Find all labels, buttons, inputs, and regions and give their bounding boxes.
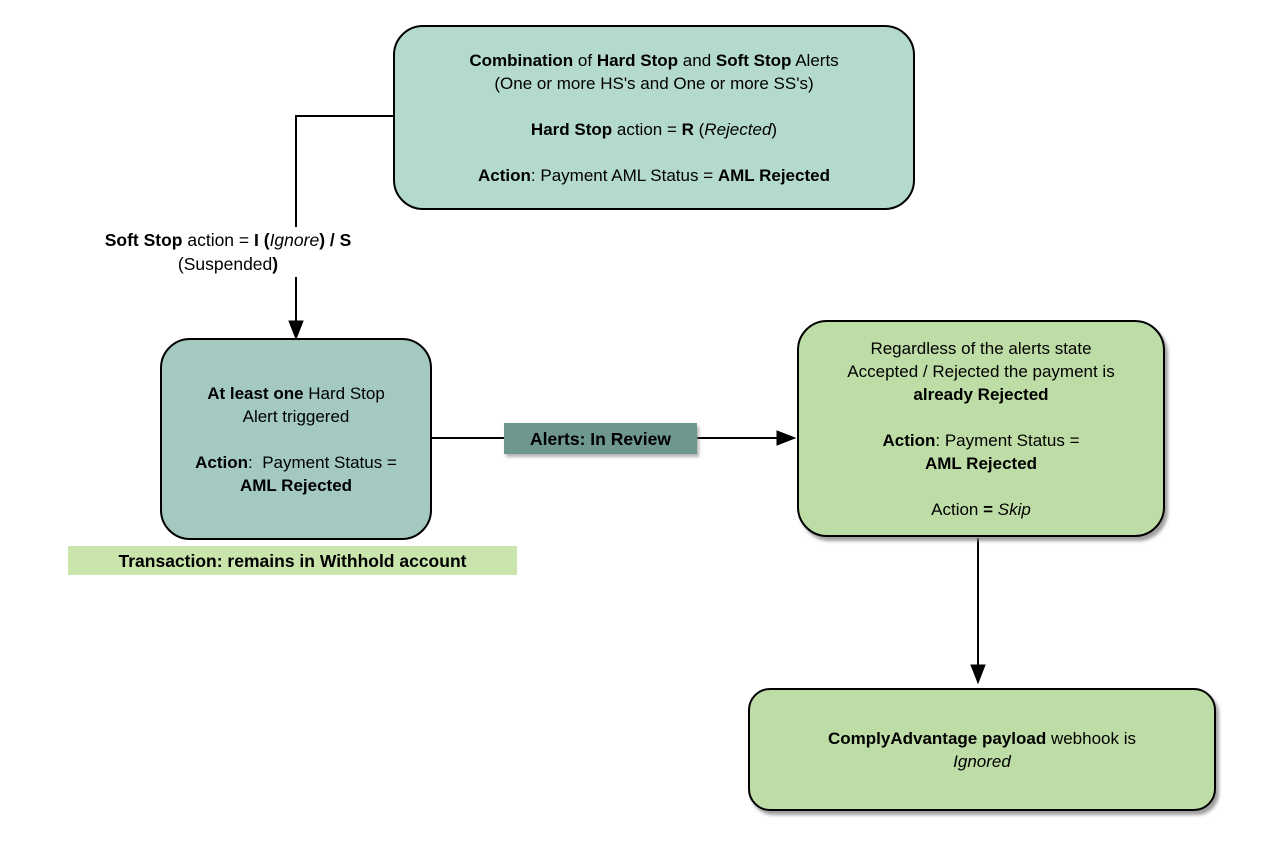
text-segment: action = bbox=[182, 230, 254, 250]
node-combination: Combination of Hard Stop and Soft Stop A… bbox=[393, 25, 915, 210]
text-segment: action = bbox=[612, 119, 682, 139]
text-segment: Action bbox=[882, 430, 936, 450]
alerts-label-text: Alerts: In Review bbox=[529, 428, 672, 449]
hardstop-line-3: Action: Payment Status = bbox=[195, 451, 397, 474]
text-segment: and bbox=[678, 50, 716, 70]
text-segment: ( bbox=[693, 119, 705, 139]
edge-combination-to-hardstop bbox=[295, 115, 393, 330]
edge-label-alerts-in-review: Alerts: In Review bbox=[504, 423, 697, 454]
text-segment: (Suspended bbox=[177, 254, 273, 274]
transaction-label-text: Transaction: remains in Withhold account bbox=[118, 550, 467, 571]
arrowhead-down-hardstop-icon bbox=[288, 320, 304, 341]
text-segment: Ignore bbox=[269, 230, 320, 250]
label-transaction-withhold: Transaction: remains in Withhold account bbox=[68, 546, 517, 575]
text-segment: R bbox=[681, 119, 694, 139]
regardless-line-4: Action: Payment Status = bbox=[883, 429, 1080, 452]
hardstop-line-4: AML Rejected bbox=[240, 474, 352, 497]
regardless-line-1: Regardless of the alerts state bbox=[870, 338, 1092, 358]
combination-line-2: (One or more HS's and One or more SS's) bbox=[494, 73, 814, 93]
text-segment: : Payment Status = bbox=[248, 452, 397, 472]
text-segment: Action bbox=[195, 452, 249, 472]
node-hardstop-triggered: At least one Hard Stop Alert triggered A… bbox=[160, 338, 432, 540]
text-segment: ) / S bbox=[319, 230, 352, 250]
combination-line-4: Action: Payment AML Status = AML Rejecte… bbox=[478, 164, 830, 187]
text-segment: = bbox=[983, 499, 998, 519]
text-segment: Action bbox=[478, 165, 531, 185]
text-segment: Rejected bbox=[704, 119, 772, 139]
edge-label-softstop-action: Soft Stop action = I (Ignore) / S (Suspe… bbox=[62, 227, 394, 277]
arrowhead-down-webhook-icon bbox=[970, 664, 986, 685]
combination-line-3: Hard Stop action = R (Rejected) bbox=[531, 118, 777, 141]
text-segment: ComplyAdvantage payload bbox=[828, 728, 1047, 748]
text-segment: already Rejected bbox=[913, 384, 1049, 404]
text-segment: : Payment AML Status = bbox=[530, 165, 718, 185]
text-segment: Skip bbox=[997, 499, 1031, 519]
text-segment: Soft Stop bbox=[104, 230, 183, 250]
node-webhook-ignored: ComplyAdvantage payload webhook is Ignor… bbox=[748, 688, 1216, 811]
softstop-label-line-2: (Suspended) bbox=[178, 252, 278, 276]
text-segment: of bbox=[573, 50, 597, 70]
text-segment: AML Rejected bbox=[239, 475, 353, 495]
text-segment: ) bbox=[771, 119, 778, 139]
regardless-line-2: Accepted / Rejected the payment is bbox=[847, 361, 1115, 381]
text-segment: Action bbox=[931, 499, 984, 519]
text-segment: At least one bbox=[207, 383, 304, 403]
text-segment: AML Rejected bbox=[717, 165, 830, 185]
text-segment: : Payment Status = bbox=[935, 430, 1080, 450]
webhook-line-1: ComplyAdvantage payload webhook is bbox=[828, 727, 1136, 750]
regardless-line-6: Action = Skip bbox=[931, 498, 1031, 521]
softstop-label-line-1: Soft Stop action = I (Ignore) / S bbox=[105, 228, 352, 252]
text-segment: I ( bbox=[254, 230, 270, 250]
hardstop-line-1: At least one Hard Stop bbox=[207, 382, 385, 405]
regardless-line-5: AML Rejected bbox=[925, 452, 1037, 475]
text-segment: Hard Stop bbox=[596, 50, 679, 70]
text-segment: Hard Stop bbox=[303, 383, 385, 403]
arrowhead-right-regardless-icon bbox=[776, 430, 797, 446]
regardless-line-3: already Rejected bbox=[913, 383, 1048, 406]
text-segment: Ignored bbox=[953, 751, 1011, 771]
text-segment: webhook is bbox=[1046, 728, 1136, 748]
combination-line-1: Combination of Hard Stop and Soft Stop A… bbox=[469, 49, 838, 72]
text-segment: ) bbox=[272, 254, 279, 274]
text-segment: Hard Stop bbox=[530, 119, 613, 139]
text-segment: Soft Stop bbox=[715, 50, 792, 70]
text-segment: Alerts bbox=[791, 50, 839, 70]
text-segment: AML Rejected bbox=[924, 453, 1038, 473]
node-regardless-rejected: Regardless of the alerts state Accepted … bbox=[797, 320, 1165, 537]
text-segment: Combination bbox=[469, 50, 574, 70]
hardstop-line-2: Alert triggered bbox=[242, 406, 350, 426]
webhook-line-2: Ignored bbox=[953, 750, 1011, 773]
